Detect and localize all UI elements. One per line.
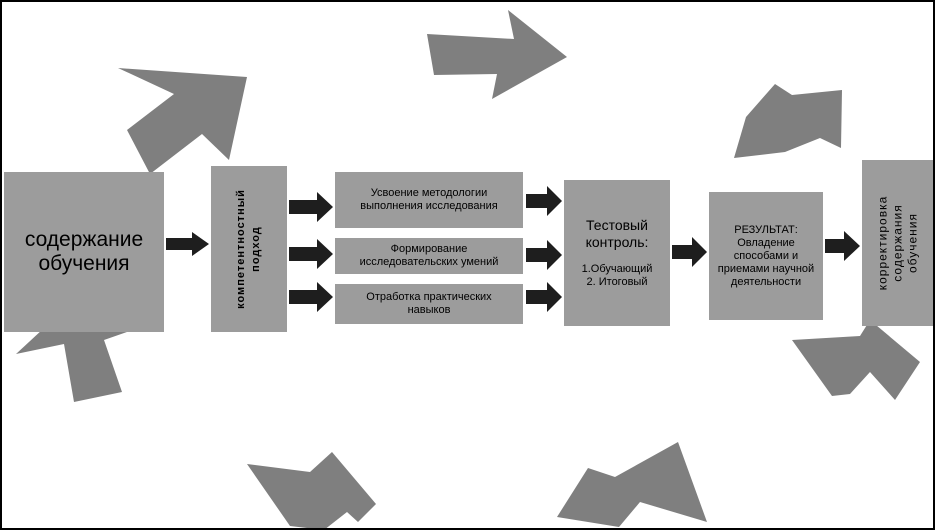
practice-box-label: Отработка практических навыков [366,291,492,316]
result-box: РЕЗУЛЬТАТ: Овладение способами и приемам… [709,192,823,320]
cycle-arrow-right-bottom [792,320,920,400]
flow-arrow-result-correction [825,231,860,261]
flow-arrow-content-approach [166,232,209,256]
flow-arrow-skills-test [526,240,562,270]
cycle-arrow-top-right [734,84,842,158]
skills-box: Формирование исследовательских умений [335,238,523,274]
flow-arrow-methodology-test [526,186,562,216]
skills-box-label: Формирование исследовательских умений [359,243,499,268]
cycle-arrow-top-center [427,10,567,99]
approach-box: компетентностный подход [211,166,287,332]
flow-arrow-approach-methodology [289,192,333,222]
test-control-item-2: 2. Итоговый [586,276,648,288]
flow-arrow-test-result [672,237,707,267]
correction-box: корректировка содержания обучения [862,160,933,326]
methodology-box: Усвоение методологии выполнения исследов… [335,172,523,228]
cycle-arrow-top-left [118,68,247,174]
flow-arrow-approach-skills [289,239,333,269]
practice-box: Отработка практических навыков [335,284,523,324]
test-control-title: Тестовый контроль: [585,217,649,250]
test-control-item-1: 1.Обучающий [581,263,653,275]
test-control-box: Тестовый контроль: 1.Обучающий 2. Итогов… [564,180,670,326]
cycle-arrow-bottom-right [557,442,707,527]
content-box-label: содержание обучения [24,228,144,275]
cycle-arrow-bottom-left [247,452,376,528]
content-box: содержание обучения [4,172,164,332]
methodology-box-label: Усвоение методологии выполнения исследов… [360,187,498,212]
result-text: Овладение способами и приемами научной д… [717,236,815,288]
result-title: РЕЗУЛЬТАТ: [734,223,798,236]
flow-arrow-practice-test [526,282,562,312]
flow-arrow-approach-practice [289,282,333,312]
